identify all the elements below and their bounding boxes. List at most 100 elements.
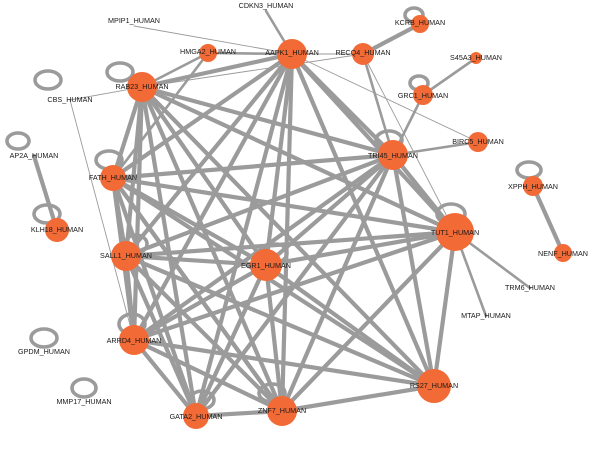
node-label: AP2A_HUMAN [10, 151, 59, 160]
node-kcrb[interactable]: KCRB_HUMAN [395, 15, 445, 33]
edge-aapk1-birc5 [291, 53, 479, 143]
node-egr1[interactable]: EGR1_HUMAN [241, 249, 291, 281]
edge-mpip1-aapk1 [133, 25, 293, 55]
node-circle[interactable] [183, 403, 209, 429]
edge-tut1-znf7 [279, 229, 458, 414]
node-sall1[interactable]: SALL1_HUMAN [100, 241, 152, 271]
node-label: XPPH_HUMAN [508, 182, 558, 191]
node-mtap[interactable]: MTAP_HUMAN [461, 311, 511, 320]
node-mmp17[interactable]: MMP17_HUMAN [56, 397, 111, 406]
self-loop-ap2a [5, 131, 31, 151]
edges-layer [31, 9, 566, 419]
edge-rab23-recq4 [141, 53, 364, 88]
edge-rab23-fath [110, 84, 145, 181]
node-tri45[interactable]: TRI45_HUMAN [368, 140, 418, 170]
node-circle[interactable] [352, 43, 374, 65]
node-label: MMP17_HUMAN [56, 397, 111, 406]
edge-aapk1-tut1 [289, 51, 458, 235]
edge-aapk1-fath [110, 51, 295, 181]
node-label: RAB23_HUMAN [115, 82, 168, 91]
edge-aapk1-egr1 [263, 51, 295, 268]
node-label: SALL1_HUMAN [100, 251, 152, 260]
node-recq4[interactable]: RECQ4_HUMAN [335, 43, 391, 65]
node-cdkn3[interactable]: CDKN3_HUMAN [239, 1, 294, 10]
node-label: NENF_HUMAN [538, 249, 588, 258]
node-rs27[interactable]: RS27_HUMAN [410, 369, 458, 403]
node-circle[interactable] [378, 140, 408, 170]
node-circle[interactable] [554, 244, 572, 262]
node-circle[interactable] [523, 176, 543, 196]
node-gpdm[interactable]: GPDM_HUMAN [18, 347, 70, 356]
node-circle[interactable] [45, 218, 69, 242]
node-xpph[interactable]: XPPH_HUMAN [508, 176, 558, 196]
node-circle[interactable] [417, 369, 451, 403]
node-tut1[interactable]: TUT1_HUMAN [431, 213, 479, 251]
node-label: RECQ4_HUMAN [335, 48, 390, 57]
node-fath[interactable]: FATH_HUMAN [89, 165, 137, 191]
node-label: FATH_HUMAN [89, 173, 137, 182]
node-rab23[interactable]: RAB23_HUMAN [115, 72, 169, 102]
edge-sall1-znf7 [123, 253, 285, 414]
node-label: HMGA2_HUMAN [180, 47, 236, 56]
edge-sall1-gata2 [123, 253, 199, 419]
node-znf7[interactable]: ZNF7_HUMAN [258, 396, 306, 426]
node-circle[interactable] [468, 132, 488, 152]
edge-aapk1-sall1 [123, 51, 295, 259]
edge-tri45-recq4 [361, 52, 395, 157]
node-label: BIRC5_HUMAN [452, 137, 504, 146]
node-label: RS27_HUMAN [410, 381, 458, 390]
edge-grc1-s45a3 [421, 56, 478, 97]
node-ap2a[interactable]: AP2A_HUMAN [10, 151, 59, 160]
edge-tut1-rs27 [431, 229, 458, 389]
node-circle[interactable] [127, 72, 157, 102]
node-label: MPIP1_HUMAN [108, 16, 160, 25]
edge-tri45-znf7 [279, 152, 396, 414]
node-circle[interactable] [413, 85, 433, 105]
node-label: TRM6_HUMAN [505, 283, 555, 292]
node-circle[interactable] [250, 249, 282, 281]
node-label: KLH18_HUMAN [31, 225, 83, 234]
node-label: GATA2_HUMAN [170, 412, 223, 421]
edge-rab23-tri45 [139, 84, 396, 158]
node-grc1[interactable]: GRC1_HUMAN [398, 85, 448, 105]
node-circle[interactable] [411, 15, 429, 33]
node-label: KCRB_HUMAN [395, 18, 445, 27]
node-s45a3[interactable]: S45A3_HUMAN [450, 52, 502, 64]
edge-tut1-egr1 [263, 229, 458, 268]
edge-tri45-fath [110, 152, 396, 181]
node-arrd4[interactable]: ARRD4_HUMAN [107, 325, 162, 355]
node-circle[interactable] [470, 52, 482, 64]
node-hmga2[interactable]: HMGA2_HUMAN [180, 44, 236, 62]
edge-znf7-arrd4 [131, 337, 285, 414]
node-circle[interactable] [436, 213, 474, 251]
node-cbs[interactable]: CBS_HUMAN [47, 95, 92, 104]
node-nenf[interactable]: NENF_HUMAN [538, 244, 588, 262]
node-circle[interactable] [267, 396, 297, 426]
edge-sall1-rs27 [123, 253, 437, 389]
node-mpip1[interactable]: MPIP1_HUMAN [108, 16, 160, 25]
node-circle[interactable] [119, 325, 149, 355]
node-circle[interactable] [199, 44, 217, 62]
node-circle[interactable] [277, 39, 307, 69]
edge-znf7-rs27 [279, 383, 437, 414]
self-loop-mmp17 [70, 377, 98, 399]
node-aapk1[interactable]: AAPK1_HUMAN [265, 39, 319, 69]
node-label: GRC1_HUMAN [398, 91, 448, 100]
node-label: ZNF7_HUMAN [258, 406, 306, 415]
edge-rs27-fath [110, 175, 437, 389]
edge-tut1-fath [110, 175, 458, 235]
node-trm6[interactable]: TRM6_HUMAN [505, 283, 555, 292]
node-circle[interactable] [111, 241, 141, 271]
node-label: S45A3_HUMAN [450, 53, 502, 62]
node-klh18[interactable]: KLH18_HUMAN [31, 218, 83, 242]
edge-xpph-nenf [530, 183, 566, 256]
node-birc5[interactable]: BIRC5_HUMAN [452, 132, 504, 152]
node-circle[interactable] [100, 165, 126, 191]
node-gata2[interactable]: GATA2_HUMAN [170, 403, 223, 429]
node-label: MTAP_HUMAN [461, 311, 511, 320]
node-label: TUT1_HUMAN [431, 228, 479, 237]
self-loop-cbs [33, 69, 63, 91]
node-label: ARRD4_HUMAN [107, 336, 162, 345]
